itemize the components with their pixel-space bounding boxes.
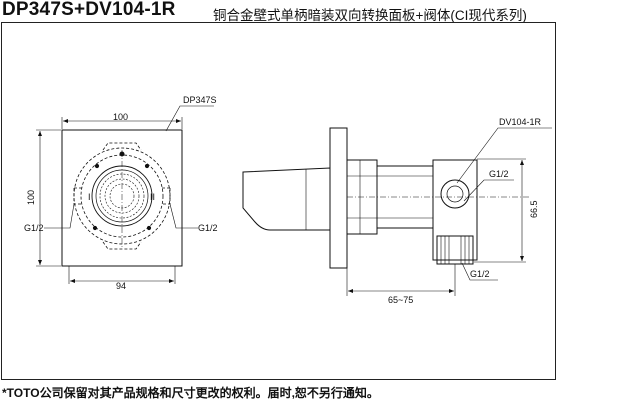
port-label-lower: G1/2 — [470, 269, 490, 279]
part-label-dp347s: DP347S — [183, 95, 217, 105]
top-screw-icon — [119, 151, 125, 157]
screw-icon — [144, 163, 150, 169]
port-leader-upper — [463, 179, 514, 202]
port-leader-lower — [461, 262, 498, 281]
port-leader-right — [169, 203, 198, 229]
product-description: 铜合金壁式单柄暗装双向转换面板+阀体(CI现代系列) — [213, 8, 527, 23]
screw-icon — [146, 225, 152, 231]
model-code: DP347S+DV104-1R — [2, 0, 176, 20]
notice-text: 公司保留对其产品规格和尺寸更改的权利。届时,恕不另行通知。 — [39, 386, 379, 400]
wall-plate — [329, 127, 348, 269]
height-dim-label-side: 66.5 — [529, 200, 539, 218]
handle-ring-outer — [91, 165, 153, 227]
footer-note: *TOTO公司保留对其产品规格和尺寸更改的权利。届时,恕不另行通知。 — [2, 384, 379, 401]
port-label-upper: G1/2 — [489, 169, 509, 179]
front-view: I II — [36, 105, 214, 284]
face-plate — [61, 129, 183, 267]
brand-name: TOTO — [6, 386, 40, 400]
outlet-marker-right: II — [150, 192, 155, 202]
title-bar: DP347S+DV104-1R 铜合金壁式单柄暗装双向转换面板+阀体(CI现代系… — [0, 0, 630, 23]
upper-port-circle — [440, 179, 470, 209]
port-label-left: G1/2 — [24, 223, 44, 233]
depth-dim-label: 94 — [116, 281, 126, 291]
hidden-bottom-boss — [102, 241, 142, 250]
port-label-right: G1/2 — [198, 223, 218, 233]
height-dim-label: 100 — [26, 190, 36, 205]
range-dim-label: 65~75 — [388, 295, 413, 305]
part-leader-line — [165, 105, 214, 132]
handle-ring-mid — [95, 169, 149, 223]
upper-port-inner — [446, 185, 464, 203]
width-dim-label: 100 — [113, 112, 128, 122]
handle-ring-core — [104, 178, 140, 214]
screw-icon — [94, 163, 100, 169]
outlet-marker-left: I — [88, 192, 91, 202]
hidden-top-boss — [102, 142, 142, 151]
part-label-dv104: DV104-1R — [499, 117, 542, 127]
inlet-housing — [432, 159, 478, 261]
footnote-star: * — [2, 386, 7, 400]
port-leader-left — [44, 203, 75, 229]
side-view — [242, 127, 552, 296]
handle-lever — [242, 167, 331, 231]
hidden-left-port — [73, 187, 82, 205]
screw-icon — [92, 225, 98, 231]
handle-ring-inner — [99, 173, 145, 219]
handle-hub — [109, 183, 135, 209]
part-leader-line — [456, 127, 552, 184]
drawing-frame — [1, 22, 556, 380]
